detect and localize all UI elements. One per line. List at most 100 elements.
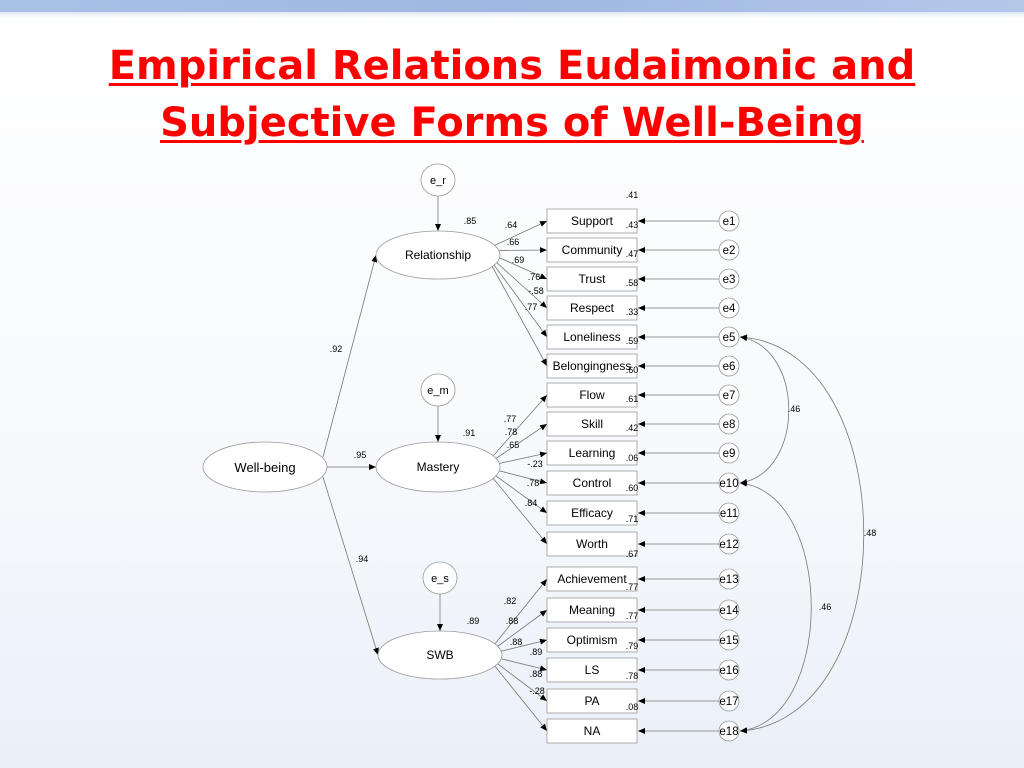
loading-value-mastery-2: .78 <box>505 427 518 437</box>
indicator-label-2: Community <box>562 243 623 257</box>
error-node-8 <box>718 413 740 435</box>
error-label-4: e4 <box>723 303 736 315</box>
indicator-label-14: Meaning <box>569 603 615 617</box>
disturbance-label-relationship: e_r <box>430 175 446 187</box>
error-label-10: e10 <box>719 478 738 490</box>
error-label-16: e16 <box>719 665 738 677</box>
correlation-arc-e5-e10 <box>739 335 789 485</box>
indicator-label-1: Support <box>571 214 614 228</box>
loading-value-swb-2: .88 <box>506 616 519 626</box>
error-label-18: e18 <box>719 726 738 738</box>
loading-path-swb-6 <box>491 662 548 732</box>
error-label-5: e5 <box>723 332 736 344</box>
error-node-9 <box>718 442 740 464</box>
error-label-9: e9 <box>723 448 736 460</box>
root-node-ellipse <box>202 441 328 493</box>
r2-value-12: .71 <box>626 514 639 524</box>
indicator-box-12 <box>546 531 638 557</box>
error-node-11 <box>718 502 740 524</box>
loading-path-relationship-1 <box>489 220 548 248</box>
indicator-label-7: Flow <box>579 388 605 402</box>
error-label-8: e8 <box>723 419 736 431</box>
slide-title: Empirical Relations Eudaimonic and Subje… <box>0 38 1024 152</box>
correlation-value-e10-e18: .46 <box>819 602 832 612</box>
loading-value-mastery-6: .84 <box>525 498 538 508</box>
indicator-label-5: Loneliness <box>563 330 620 344</box>
error-label-13: e13 <box>719 574 738 586</box>
loading-path-relationship-4 <box>489 256 548 309</box>
indicator-label-6: Belongingness <box>553 359 632 373</box>
error-node-13 <box>718 568 740 590</box>
indicator-label-3: Trust <box>579 272 607 286</box>
r2-value-16: .79 <box>626 641 639 651</box>
error-node-15 <box>718 629 740 651</box>
indicator-label-9: Learning <box>569 446 616 460</box>
error-label-2: e2 <box>723 245 736 257</box>
indicator-box-10 <box>546 470 638 496</box>
r2-value-3: .47 <box>626 249 639 259</box>
factor-label-mastery: Mastery <box>417 460 460 474</box>
indicator-box-14 <box>546 597 638 623</box>
loading-path-swb-2 <box>491 609 548 651</box>
indicator-label-12: Worth <box>576 537 608 551</box>
r2-value-1: .41 <box>626 190 639 200</box>
error-label-6: e6 <box>723 361 736 373</box>
r2-label-relationship: .85 <box>464 216 477 226</box>
r2-value-13: .67 <box>626 549 639 559</box>
correlation-arc-e5-e18 <box>739 334 864 734</box>
loading-value-swb-3: .88 <box>510 637 523 647</box>
loading-path-swb-5 <box>491 659 548 702</box>
indicator-box-17 <box>546 688 638 714</box>
r2-value-5: .33 <box>626 307 639 317</box>
error-label-1: e1 <box>723 216 736 228</box>
error-node-3 <box>718 268 740 290</box>
error-label-17: e17 <box>719 696 738 708</box>
indicator-box-9 <box>546 440 638 466</box>
indicator-box-3 <box>546 266 638 292</box>
indicator-box-6 <box>546 353 638 379</box>
loading-path-mastery-1 <box>489 394 548 460</box>
loading-path-mastery-2 <box>489 423 548 463</box>
indicator-box-5 <box>546 324 638 350</box>
r2-value-14: .77 <box>626 582 639 592</box>
indicator-label-18: NA <box>584 724 601 738</box>
indicator-label-15: Optimism <box>567 633 618 647</box>
error-node-16 <box>718 659 740 681</box>
disturbance-label-swb: e_s <box>431 573 449 585</box>
r2-value-6: .59 <box>626 336 639 346</box>
r2-value-9: .42 <box>626 423 639 433</box>
loading-value-swb-1: .82 <box>504 596 517 606</box>
loading-path-relationship-6 <box>489 262 548 367</box>
correlation-value-e5-e10: .46 <box>788 404 801 414</box>
indicator-label-11: Efficacy <box>571 506 613 520</box>
error-label-7: e7 <box>723 390 736 402</box>
indicator-label-10: Control <box>573 476 612 490</box>
path-root-to-relationship <box>322 254 378 458</box>
r2-value-2: .43 <box>626 220 639 230</box>
r2-value-11: .60 <box>626 483 639 493</box>
loading-value-relationship-1: .64 <box>505 220 518 230</box>
r2-value-7: .60 <box>626 365 639 375</box>
factor-node-mastery <box>375 441 501 493</box>
correlation-arc-e10-e18 <box>739 480 812 734</box>
loading-value-relationship-6: .77 <box>525 302 538 312</box>
r2-value-10: .06 <box>626 453 639 463</box>
r2-value-4: .58 <box>626 278 639 288</box>
r2-value-18: .08 <box>626 702 639 712</box>
root-node-label: Well-being <box>234 460 295 475</box>
disturbance-label-mastery: e_m <box>427 385 448 397</box>
indicator-box-7 <box>546 382 638 408</box>
factor-node-swb <box>377 630 503 680</box>
indicator-box-11 <box>546 500 638 526</box>
loading-path-swb-1 <box>491 578 548 648</box>
r2-label-swb: .89 <box>467 616 480 626</box>
indicator-label-16: LS <box>585 663 600 677</box>
error-node-6 <box>718 355 740 377</box>
correlation-value-e5-e18: .48 <box>864 528 877 538</box>
error-node-17 <box>718 690 740 712</box>
indicator-label-17: PA <box>584 694 599 708</box>
error-node-10 <box>718 472 740 494</box>
loading-value-mastery-1: .77 <box>504 414 517 424</box>
loading-value-relationship-5: -.58 <box>528 286 544 296</box>
r2-value-17: .78 <box>626 671 639 681</box>
